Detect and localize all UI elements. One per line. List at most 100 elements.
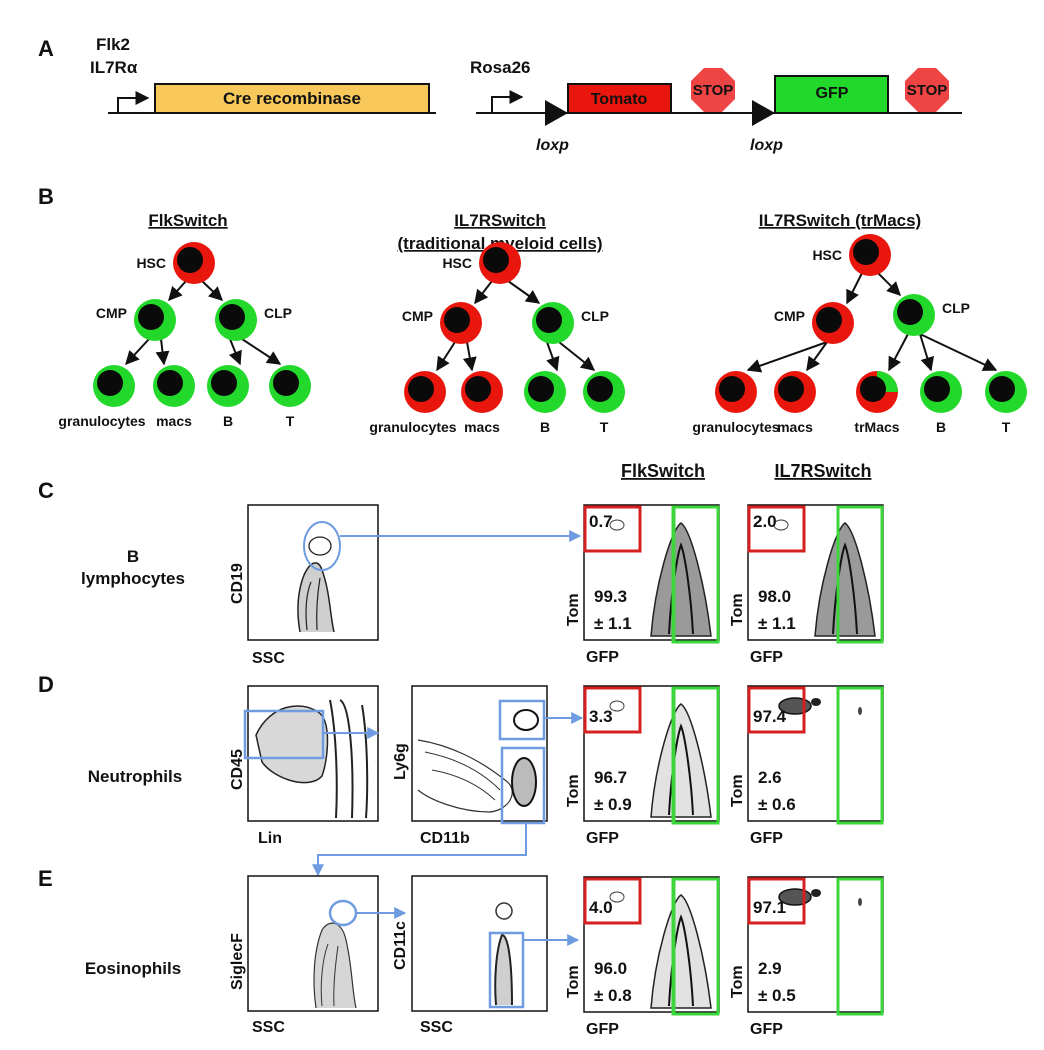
y-axis-label: SiglecF <box>229 933 246 990</box>
cell-type-label: lymphocytes <box>81 569 185 588</box>
rosa-promoter-arrow-icon <box>491 90 524 113</box>
stop-label: STOP <box>907 82 948 99</box>
tom-percent: 97.1 <box>753 898 786 917</box>
leaf-label: macs <box>777 419 813 435</box>
leaf-cell <box>583 371 625 413</box>
gfp-percent: 96.7 <box>594 768 627 787</box>
gfp-percent: 96.0 <box>594 959 627 978</box>
x-axis-label: SSC <box>420 1019 453 1036</box>
panel-label-b: B <box>38 184 54 209</box>
hsc-label: HSC <box>136 255 166 271</box>
density-contour <box>305 577 321 631</box>
tom-gate <box>747 505 806 553</box>
density-contour <box>329 699 369 819</box>
cell-nucleus <box>157 370 183 396</box>
leaf-label: T <box>600 419 609 435</box>
density-contour <box>609 700 625 712</box>
loxp-triangle-icon <box>545 100 568 126</box>
clp-label: CLP <box>264 305 292 321</box>
clp-cell <box>215 299 257 341</box>
leaf-label: B <box>223 413 233 429</box>
cmp-label: CMP <box>96 305 127 321</box>
clp-label: CLP <box>581 308 609 324</box>
gate-ellipse <box>328 899 358 927</box>
x-axis-label: GFP <box>750 1021 783 1038</box>
row-neutrophils: Neutrophils CD45 Lin Ly6g CD11b <box>88 685 584 877</box>
lineage-arrow <box>746 341 828 373</box>
lineage-arrow <box>462 341 477 372</box>
tomato-label: Tomato <box>591 91 648 108</box>
lineage-arrow <box>846 272 863 305</box>
cell-nucleus <box>273 370 299 396</box>
y-axis-label: Tom <box>729 965 746 998</box>
density-contour <box>308 536 332 556</box>
y-axis-label: Tom <box>729 774 746 807</box>
x-axis-label: CD11b <box>420 830 470 847</box>
gating-plot <box>247 875 379 1012</box>
x-axis-label: GFP <box>586 1021 619 1038</box>
gfp-gate <box>836 686 884 825</box>
x-axis-label: GFP <box>750 830 783 847</box>
density-contour <box>511 757 537 807</box>
column-header-flkswitch: FlkSwitch <box>621 461 705 481</box>
cmp-label: CMP <box>402 308 433 324</box>
gfp-gate <box>671 505 720 644</box>
cmp-cell <box>134 299 176 341</box>
leaf-label: B <box>936 419 946 435</box>
lineage-arrow <box>436 341 456 372</box>
cell-nucleus <box>408 376 434 402</box>
lineage-arrow <box>877 272 901 296</box>
panel-c-label-group: C D E <box>38 478 54 891</box>
panel-label-e: E <box>38 866 53 891</box>
cell-nucleus <box>989 376 1015 402</box>
gfp-percent: 99.3 <box>594 587 627 606</box>
clp-cell <box>893 294 935 336</box>
stop-label: STOP <box>693 82 734 99</box>
leaf-cell <box>856 371 898 413</box>
leaf-cell <box>207 365 249 407</box>
x-axis-label: GFP <box>750 649 783 666</box>
tree-title: FlkSwitch <box>148 211 227 230</box>
tom-gate <box>583 877 642 925</box>
promoter-flk2-label: Flk2 <box>96 35 130 54</box>
hsc-cell <box>849 234 891 276</box>
gfp-percent: 2.6 <box>758 768 782 787</box>
leaf-cell <box>715 371 757 413</box>
density-contour <box>297 562 335 633</box>
panel-label-c: C <box>38 478 54 503</box>
density-contour <box>650 894 712 1009</box>
leaf-cell <box>920 371 962 413</box>
leaf-cell <box>461 371 503 413</box>
stop-sign-icon <box>905 68 949 112</box>
density-contour <box>773 519 789 531</box>
gfp-sd: ± 0.8 <box>594 986 632 1005</box>
loxp-label: loxp <box>536 137 569 154</box>
tom-percent: 2.0 <box>753 512 777 531</box>
density-contour <box>417 739 513 813</box>
density-contour <box>814 522 876 637</box>
tom-percent: 3.3 <box>589 707 613 726</box>
cmp-label: CMP <box>774 308 805 324</box>
clp-cell <box>532 302 574 344</box>
density-contour <box>255 705 329 784</box>
x-axis-label: SSC <box>252 650 285 667</box>
lineage-arrow <box>507 280 541 304</box>
cell-nucleus <box>853 239 879 265</box>
cell-nucleus <box>816 307 842 333</box>
gfp-box <box>774 75 889 114</box>
y-axis-label: Tom <box>565 965 582 998</box>
y-axis-label: Ly6g <box>392 743 409 780</box>
x-axis-label: GFP <box>586 649 619 666</box>
density-contour <box>609 891 625 903</box>
density-contour <box>650 522 712 637</box>
column-header-il7rswitch: IL7RSwitch <box>774 461 871 481</box>
cre-box <box>154 83 430 114</box>
density-contour <box>858 707 862 715</box>
cell-type-label: Eosinophils <box>85 959 181 978</box>
gate-rect <box>243 709 325 760</box>
cell-nucleus <box>528 376 554 402</box>
